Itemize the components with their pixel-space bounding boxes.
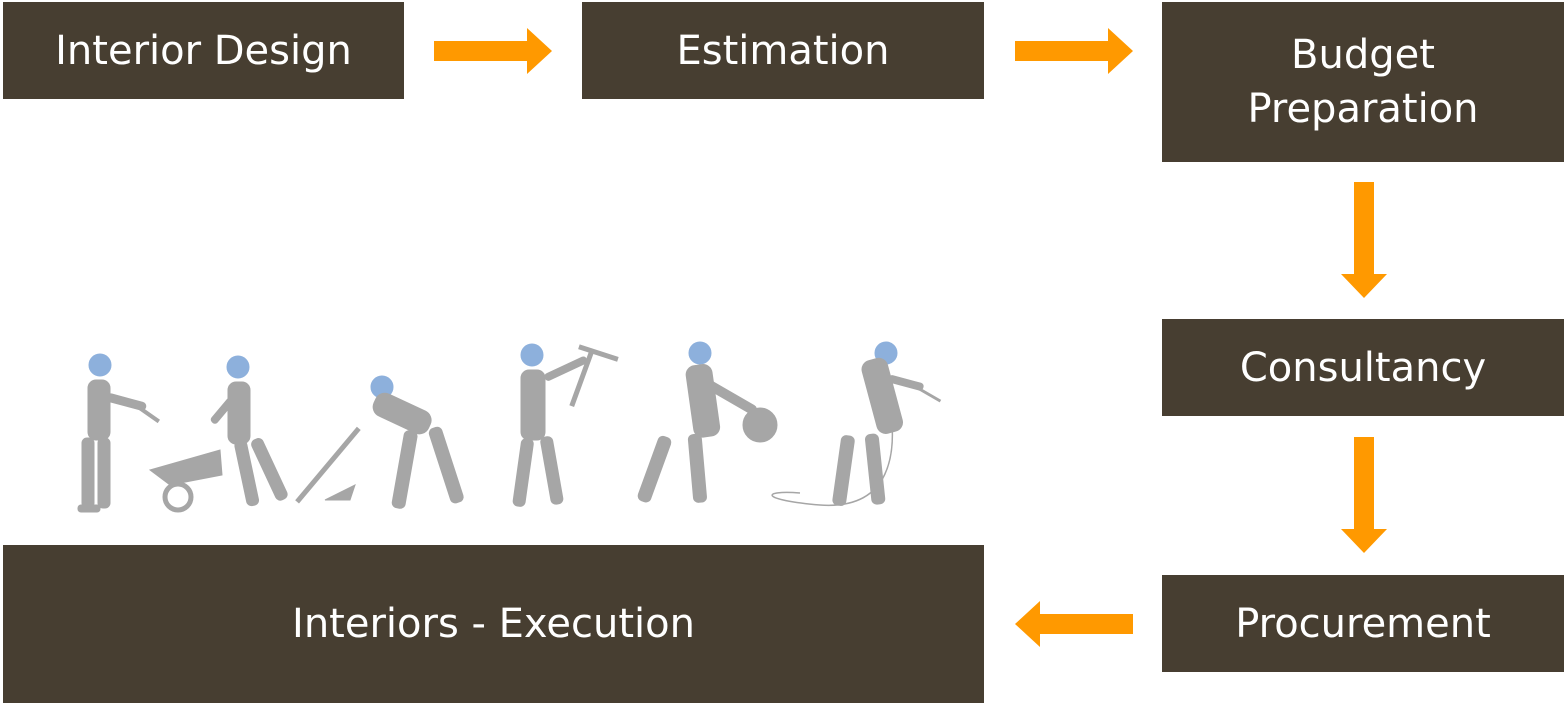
worker-hammer <box>77 353 160 513</box>
worker-shovel <box>295 375 464 509</box>
step-interiors-execution: Interiors - Execution <box>3 545 984 703</box>
arrow-right-icon <box>1015 28 1133 74</box>
construction-workers-icon <box>77 341 942 513</box>
step-budget-preparation: Budget Preparation <box>1162 2 1564 162</box>
step-label: Budget Preparation <box>1247 32 1479 132</box>
step-label: Estimation <box>676 27 890 74</box>
step-label: Interior Design <box>55 27 352 74</box>
arrow-left-icon <box>1015 601 1133 647</box>
step-interior-design: Interior Design <box>3 2 404 99</box>
step-procurement: Procurement <box>1162 575 1564 672</box>
worker-saw <box>637 341 778 503</box>
arrow-down-icon <box>1341 437 1387 553</box>
step-estimation: Estimation <box>582 2 984 99</box>
step-label: Interiors - Execution <box>292 601 695 647</box>
worker-wheelbarrow <box>148 355 288 513</box>
worker-pickaxe <box>512 343 619 507</box>
step-label: Consultancy <box>1239 344 1487 391</box>
arrow-right-icon <box>434 28 552 74</box>
arrow-down-icon <box>1341 182 1387 298</box>
step-consultancy: Consultancy <box>1162 319 1564 416</box>
worker-drill <box>771 341 942 506</box>
step-label: Procurement <box>1235 600 1491 647</box>
